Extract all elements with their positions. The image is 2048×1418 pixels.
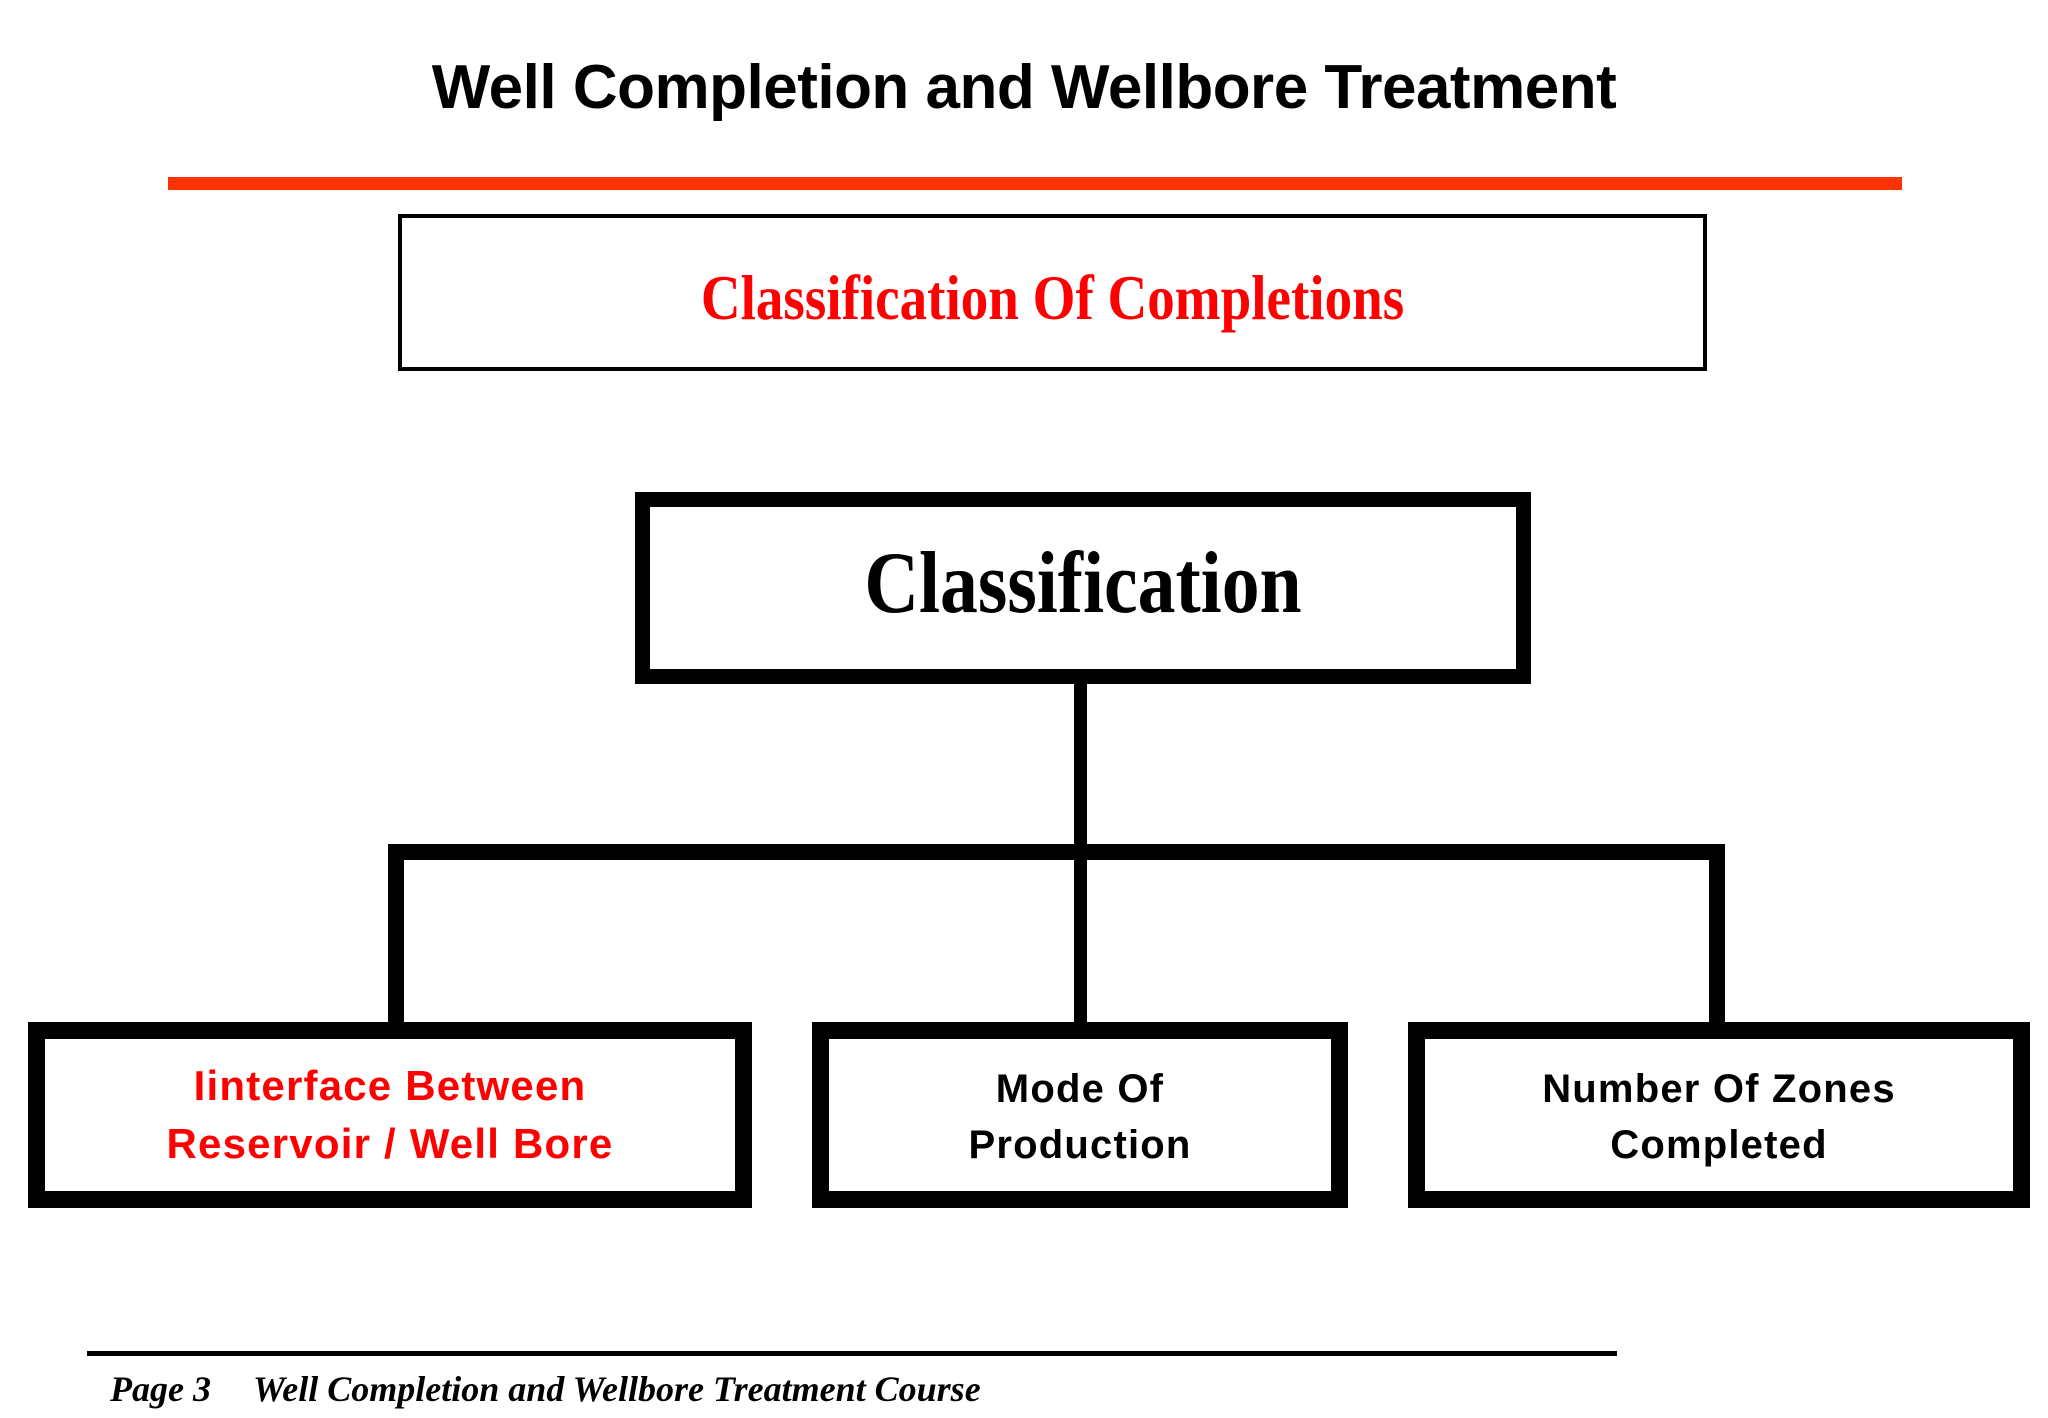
connector-horizontal-bus [388, 844, 1725, 860]
diagram-node-mode-line2: Production [968, 1123, 1192, 1167]
diagram-node-mode-of-production: Mode Of Production [812, 1022, 1348, 1208]
subtitle-box: Classification Of Completions [398, 214, 1707, 371]
footer-page-number: Page 3 [110, 1369, 211, 1409]
connector-root-stem [1074, 684, 1087, 845]
diagram-node-interface-line1: Iinterface Between [193, 1062, 587, 1109]
diagram-node-classification: Classification [635, 492, 1531, 684]
diagram-node-zones-line2: Completed [1610, 1123, 1828, 1167]
diagram-node-classification-label: Classification [864, 535, 1302, 632]
diagram-node-interface-label: Iinterface Between Reservoir / Well Bore [45, 1057, 735, 1173]
footer-divider [87, 1351, 1617, 1356]
diagram-node-mode-line1: Mode Of [995, 1067, 1165, 1111]
connector-drop-right [1709, 844, 1725, 1026]
footer: Page 3 Well Completion and Wellbore Treat… [110, 1367, 981, 1411]
page-title: Well Completion and Wellbore Treatment [431, 53, 1617, 122]
connector-drop-middle [1074, 844, 1087, 1026]
connector-drop-left [388, 844, 404, 1026]
diagram-node-zones-line1: Number Of Zones [1542, 1067, 1896, 1111]
diagram-node-mode-label: Mode Of Production [829, 1061, 1331, 1173]
diagram-node-number-of-zones-completed: Number Of Zones Completed [1408, 1022, 2030, 1208]
diagram-node-interface-reservoir-wellbore: Iinterface Between Reservoir / Well Bore [28, 1022, 752, 1208]
diagram-node-zones-label: Number Of Zones Completed [1425, 1061, 2013, 1173]
diagram-node-interface-line2: Reservoir / Well Bore [166, 1120, 614, 1167]
title-accent-rule [168, 177, 1902, 190]
subtitle-box-label: Classification Of Completions [700, 262, 1405, 333]
footer-course-title: Well Completion and Wellbore Treatment C… [252, 1369, 981, 1409]
